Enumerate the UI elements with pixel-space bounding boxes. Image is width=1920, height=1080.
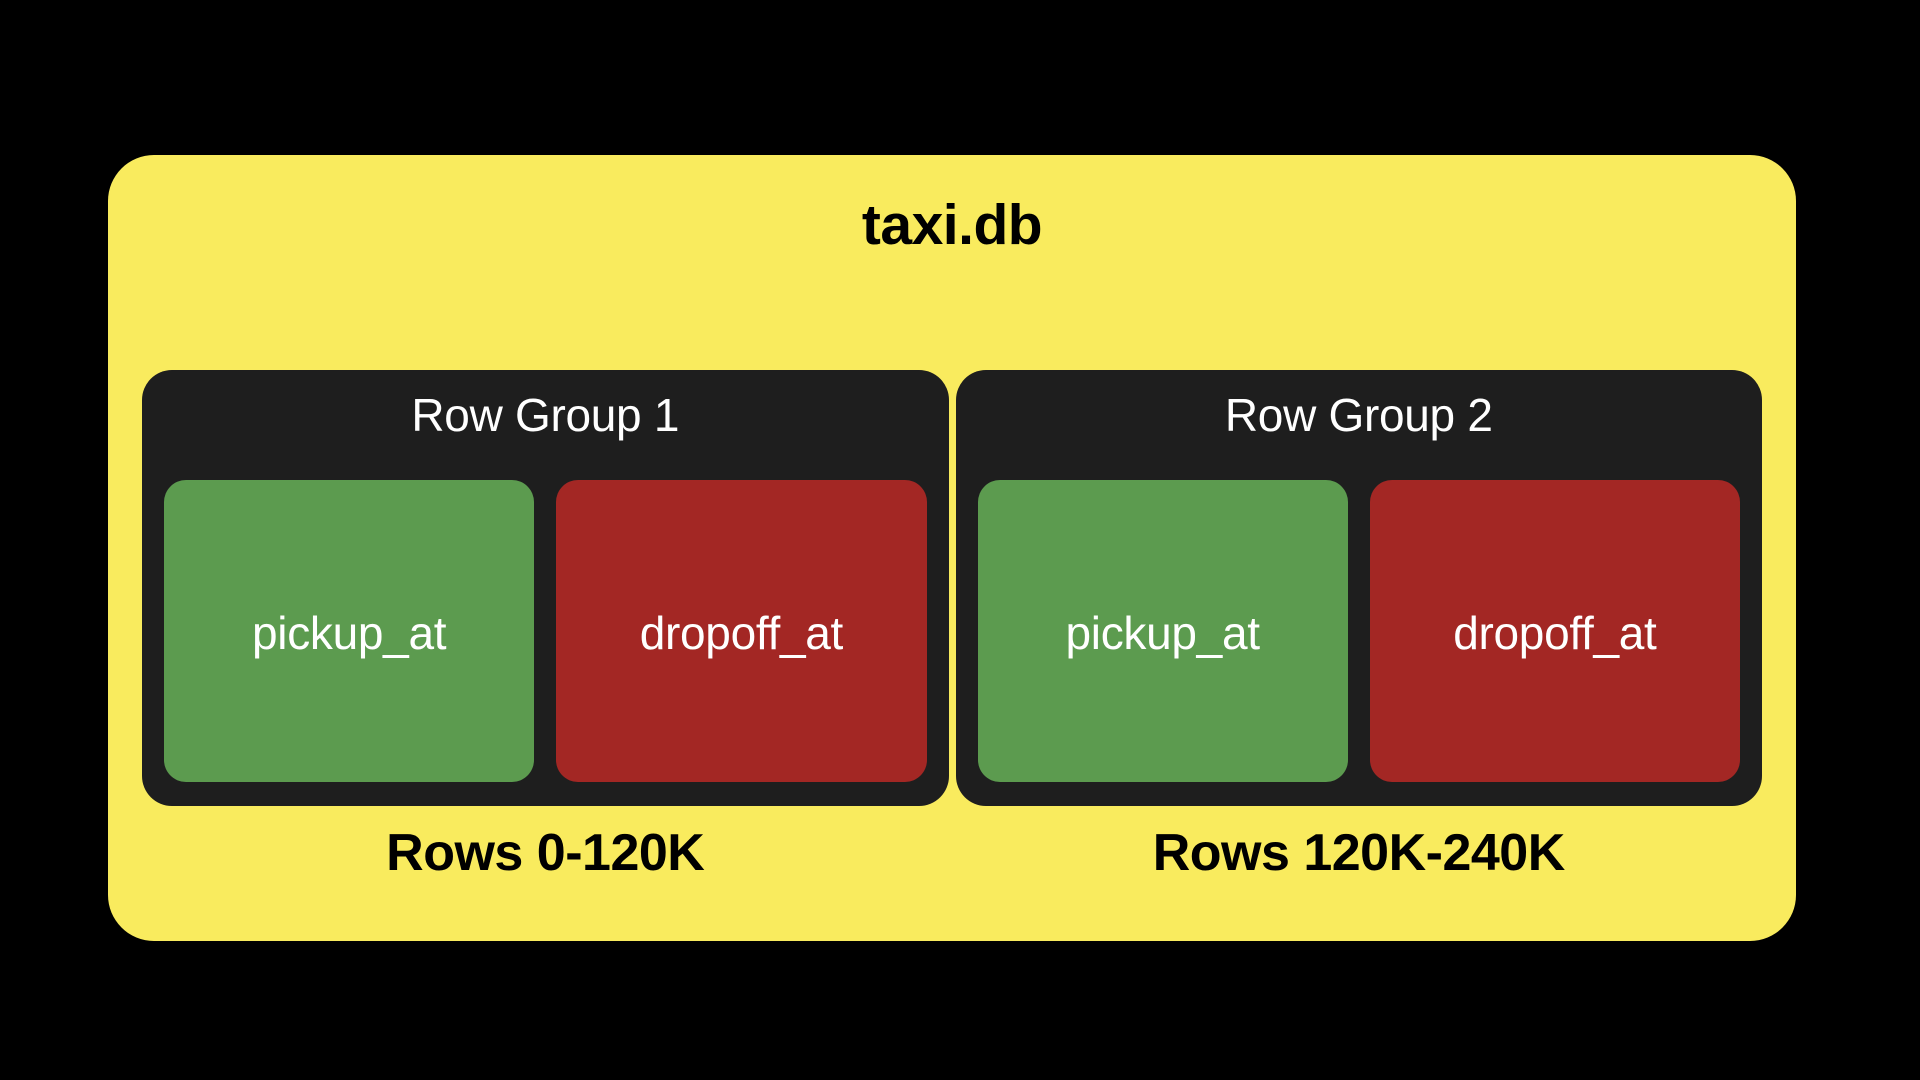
column-chunk-pickup-at-rg1[interactable]: pickup_at xyxy=(164,480,535,782)
row-range-group-2: Rows 120K-240K xyxy=(1152,824,1566,882)
column-chunk-label: pickup_at xyxy=(1065,607,1261,659)
row-group-2[interactable]: Row Group 2 pickup_at dropoff_at xyxy=(955,370,1762,806)
row-range-group-1: Rows 0-120K xyxy=(386,824,705,882)
row-group-1[interactable]: Row Group 1 pickup_at dropoff_at xyxy=(142,370,949,806)
column-chunk-dropoff-at-rg1[interactable]: dropoff_at xyxy=(556,480,927,782)
row-group-2-columns: pickup_at dropoff_at xyxy=(977,480,1740,782)
database-card: taxi.db Row Group 1 pickup_at dropoff_at… xyxy=(108,155,1796,941)
row-group-1-columns: pickup_at dropoff_at xyxy=(164,480,927,782)
column-chunk-label: dropoff_at xyxy=(1453,607,1657,659)
row-group-2-title: Row Group 2 xyxy=(1224,389,1493,441)
column-chunk-dropoff-at-rg2[interactable]: dropoff_at xyxy=(1369,480,1740,782)
row-range-list: Rows 0-120K Rows 120K-240K xyxy=(142,827,1762,903)
column-chunk-label: dropoff_at xyxy=(639,607,844,659)
column-chunk-pickup-at-rg2[interactable]: pickup_at xyxy=(977,480,1348,782)
column-chunk-label: pickup_at xyxy=(252,607,447,659)
row-group-list: Row Group 1 pickup_at dropoff_at Row Gro… xyxy=(142,370,1762,806)
database-title: taxi.db xyxy=(861,193,1043,257)
row-group-1-title: Row Group 1 xyxy=(411,389,680,441)
